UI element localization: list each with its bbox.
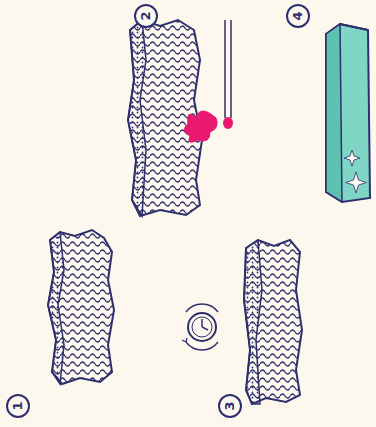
- stone-slab-heated: [128, 20, 233, 216]
- stone-slab: [48, 230, 114, 384]
- callout-number: 1: [6, 394, 30, 418]
- crystal-bar: [326, 24, 370, 202]
- callout-number: 2: [134, 4, 158, 28]
- stone-slab-aged: [244, 240, 302, 404]
- clock-symbol: [182, 304, 218, 350]
- callout-number: 4: [286, 4, 310, 28]
- callout-number: 3: [218, 394, 242, 418]
